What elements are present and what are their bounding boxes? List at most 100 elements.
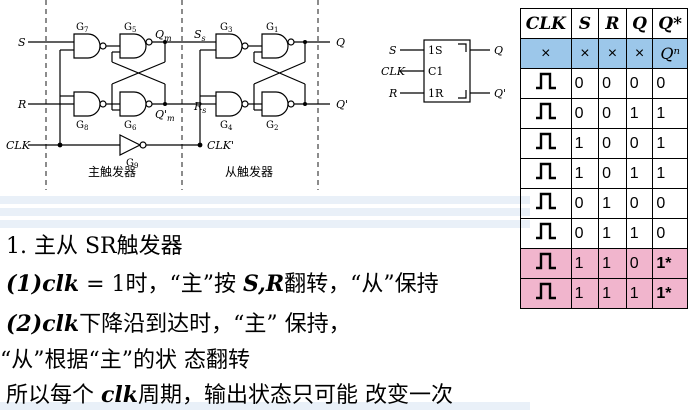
rule-line-1: (1)clk = 1时，“主”按 S,R翻转，“从”保持 bbox=[6, 271, 439, 297]
cell-qs: 1 bbox=[652, 128, 688, 159]
clk-cell bbox=[520, 98, 572, 129]
g1-label: G1 bbox=[266, 22, 278, 34]
cell-r: 0 bbox=[598, 158, 627, 189]
cell-s: 0 bbox=[570, 218, 600, 249]
clk-cell bbox=[520, 218, 572, 249]
gate-g3 bbox=[215, 33, 243, 59]
pulse-icon bbox=[535, 192, 556, 210]
qm-label: Qm bbox=[155, 28, 172, 43]
cell-r: 0 bbox=[598, 98, 627, 129]
clk-cell bbox=[520, 278, 572, 309]
master-label: 主触发器 bbox=[88, 164, 136, 179]
cell-qs: 1 bbox=[652, 98, 688, 129]
gate-g9 bbox=[119, 134, 142, 156]
pulse-icon bbox=[535, 132, 556, 150]
cell-s: 1 bbox=[570, 158, 600, 189]
qn-output-label: Q' bbox=[336, 98, 348, 111]
sym-clk-input: CLK bbox=[381, 65, 406, 78]
g8-label: G8 bbox=[76, 120, 88, 132]
gate-g4 bbox=[215, 91, 243, 117]
g6-label: G6 bbox=[124, 120, 137, 132]
cell-r: 0 bbox=[598, 128, 627, 159]
cell-qs: 0 bbox=[652, 188, 688, 219]
cell-qs: 0 bbox=[652, 68, 688, 99]
cell-s: 1 bbox=[570, 278, 600, 309]
pulse-icon bbox=[535, 252, 556, 270]
input-s-label: S bbox=[18, 36, 26, 49]
rs-label: Rs bbox=[193, 100, 206, 115]
cell-s: 0 bbox=[570, 188, 600, 219]
gate-g5 bbox=[119, 33, 147, 59]
sym-q-output: Q bbox=[494, 44, 503, 57]
cell-r: 1 bbox=[598, 248, 627, 279]
g3-label: G3 bbox=[220, 22, 232, 34]
header-q: Q bbox=[625, 8, 654, 39]
sym-c1: C1 bbox=[428, 65, 443, 78]
pulse-icon bbox=[535, 162, 556, 180]
rule-line-2: (2)clk下降沿到达时，“主” 保持， bbox=[6, 311, 351, 337]
cell-q: 1 bbox=[625, 158, 654, 189]
cell-r: 1 bbox=[598, 278, 627, 309]
sym-1s: 1S bbox=[428, 44, 443, 57]
sym-1r: 1R bbox=[428, 87, 444, 100]
cell-qs: 0 bbox=[652, 218, 688, 249]
cell-r: × bbox=[598, 38, 627, 69]
stripe-1 bbox=[0, 196, 530, 204]
master-slave-sr-circuit: S R CLK CLK' Qm Q'm Ss Rs Q Q' S CLK R Q… bbox=[6, 0, 506, 190]
g4-label: G4 bbox=[220, 120, 233, 132]
cell-q: 0 bbox=[625, 128, 654, 159]
g5-label: G5 bbox=[124, 22, 136, 34]
gate-g1 bbox=[261, 33, 289, 59]
gate-g8 bbox=[73, 91, 101, 117]
g2-label: G2 bbox=[266, 120, 278, 132]
cell-q: 0 bbox=[625, 248, 654, 279]
cell-q: 1 bbox=[625, 98, 654, 129]
header-s: S bbox=[570, 8, 600, 39]
g9-label: G9 bbox=[126, 158, 138, 170]
rule-line-3: “从”根据“主”的状 态翻转 bbox=[0, 348, 250, 373]
cell-qs: 1 bbox=[652, 158, 688, 189]
g7-label: G7 bbox=[76, 22, 88, 34]
cell-s: 0 bbox=[570, 68, 600, 99]
sym-qn-output: Q' bbox=[494, 87, 506, 100]
clk-cell bbox=[520, 68, 572, 99]
gate-g6 bbox=[119, 91, 147, 117]
header-q-next: Q* bbox=[652, 8, 688, 39]
cell-qs: 1* bbox=[652, 278, 688, 309]
cell-q: × bbox=[625, 38, 654, 69]
input-clk-label: CLK bbox=[6, 139, 31, 152]
cell-r: 1 bbox=[598, 218, 627, 249]
slave-label: 从触发器 bbox=[225, 164, 273, 179]
pulse-icon bbox=[535, 222, 556, 240]
cell-s: 1 bbox=[570, 248, 600, 279]
clk-cell bbox=[520, 158, 572, 189]
truth-table-row: ××××Qⁿ bbox=[520, 38, 688, 69]
clk-cell bbox=[520, 248, 572, 279]
input-r-label: R bbox=[17, 98, 26, 111]
qm-prime-label: Q'm bbox=[155, 108, 175, 123]
sym-r-input: R bbox=[388, 87, 397, 100]
pulse-icon bbox=[535, 282, 556, 300]
title-line: 1. 主从 SR触发器 bbox=[6, 234, 183, 259]
cell-q: 0 bbox=[625, 188, 654, 219]
cell-qs: 1* bbox=[652, 248, 688, 279]
pulse-icon bbox=[535, 72, 556, 90]
cell-q: 1 bbox=[625, 218, 654, 249]
clk-cell bbox=[520, 188, 572, 219]
ss-label: Ss bbox=[194, 28, 206, 43]
stripe-2 bbox=[0, 208, 530, 216]
header-r: R bbox=[598, 8, 627, 39]
gate-g7 bbox=[73, 33, 101, 59]
cell-q: 0 bbox=[625, 68, 654, 99]
q-output-label: Q bbox=[336, 36, 345, 49]
cell-s: × bbox=[570, 38, 600, 69]
stripe-3 bbox=[0, 220, 530, 228]
